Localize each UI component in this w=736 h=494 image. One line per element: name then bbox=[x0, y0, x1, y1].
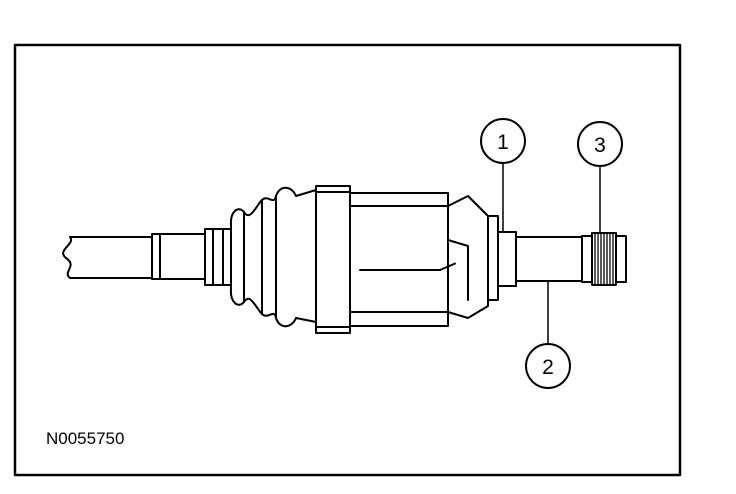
callout-number-2: 2 bbox=[542, 356, 554, 379]
callout-circle-1 bbox=[480, 118, 526, 164]
axle-shaft bbox=[62, 233, 207, 280]
callout-2: 2 bbox=[525, 343, 571, 389]
callout-number-3: 3 bbox=[594, 134, 606, 157]
figure-frame bbox=[13, 43, 682, 477]
callout-circle-3 bbox=[577, 121, 623, 167]
cv-boot bbox=[229, 186, 317, 328]
callout-leaders bbox=[502, 163, 601, 344]
boot-clamp bbox=[204, 228, 232, 286]
joint-housing bbox=[315, 185, 489, 334]
stub-shaft bbox=[487, 215, 627, 301]
callout-circle-2 bbox=[525, 343, 571, 389]
figure-code: N0055750 bbox=[46, 429, 125, 448]
shaft-splines bbox=[594, 232, 614, 286]
callout-3: 3 bbox=[577, 121, 623, 167]
callout-1: 1 bbox=[480, 118, 526, 164]
callout-number-1: 1 bbox=[497, 131, 509, 154]
